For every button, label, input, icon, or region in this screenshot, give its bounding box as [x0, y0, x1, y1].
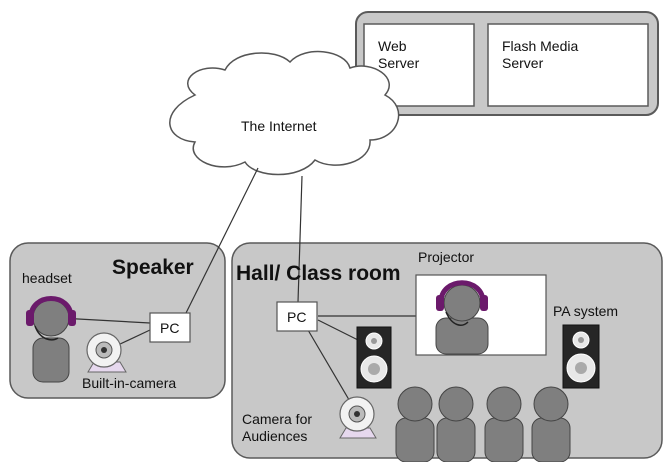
flash-media-server-box — [487, 23, 649, 107]
built-in-camera-label: Built-in-camera — [82, 375, 177, 391]
connection-lines — [59, 167, 416, 411]
speaker-title: Speaker — [112, 256, 194, 279]
pa-system-speaker-icon — [562, 324, 600, 389]
headset-label: headset — [22, 270, 72, 286]
audience-person-icon — [531, 386, 571, 462]
web-server-label: Web Server — [378, 38, 419, 72]
loudspeaker-icon — [356, 326, 392, 389]
audience-camera-icon — [339, 396, 377, 439]
web-server-line-2: Server — [378, 55, 420, 71]
pa-system-label: PA system — [553, 303, 619, 319]
speaker-person-icon — [26, 296, 76, 383]
speaker-pc-label: PC — [160, 320, 180, 336]
audience-camera-line-2: Audiences — [242, 428, 308, 444]
audience-person-icon — [484, 386, 524, 462]
web-server-line-1: Web — [378, 38, 407, 54]
hall-pc-label: PC — [287, 309, 307, 325]
audience-camera-label: Camera for Audiences — [242, 411, 312, 445]
flash-media-server-line-2: Server — [502, 55, 544, 71]
audience-person-icon — [436, 386, 476, 462]
audience-person-icon — [395, 386, 435, 462]
flash-media-server-label: Flash Media Server — [502, 38, 578, 72]
audience-camera-line-1: Camera for — [242, 411, 313, 427]
internet-label: The Internet — [241, 118, 317, 134]
projector-label: Projector — [418, 249, 475, 265]
audience-people — [395, 386, 571, 462]
webcam-icon — [86, 332, 127, 373]
internet-cloud — [169, 50, 400, 176]
speaker-pc-box — [149, 312, 191, 343]
hall-pc-box — [276, 301, 318, 332]
projected-speaker-icon — [435, 280, 489, 355]
flash-media-server-line-1: Flash Media — [502, 38, 579, 54]
hall-title: Hall/ Class room — [236, 262, 401, 285]
